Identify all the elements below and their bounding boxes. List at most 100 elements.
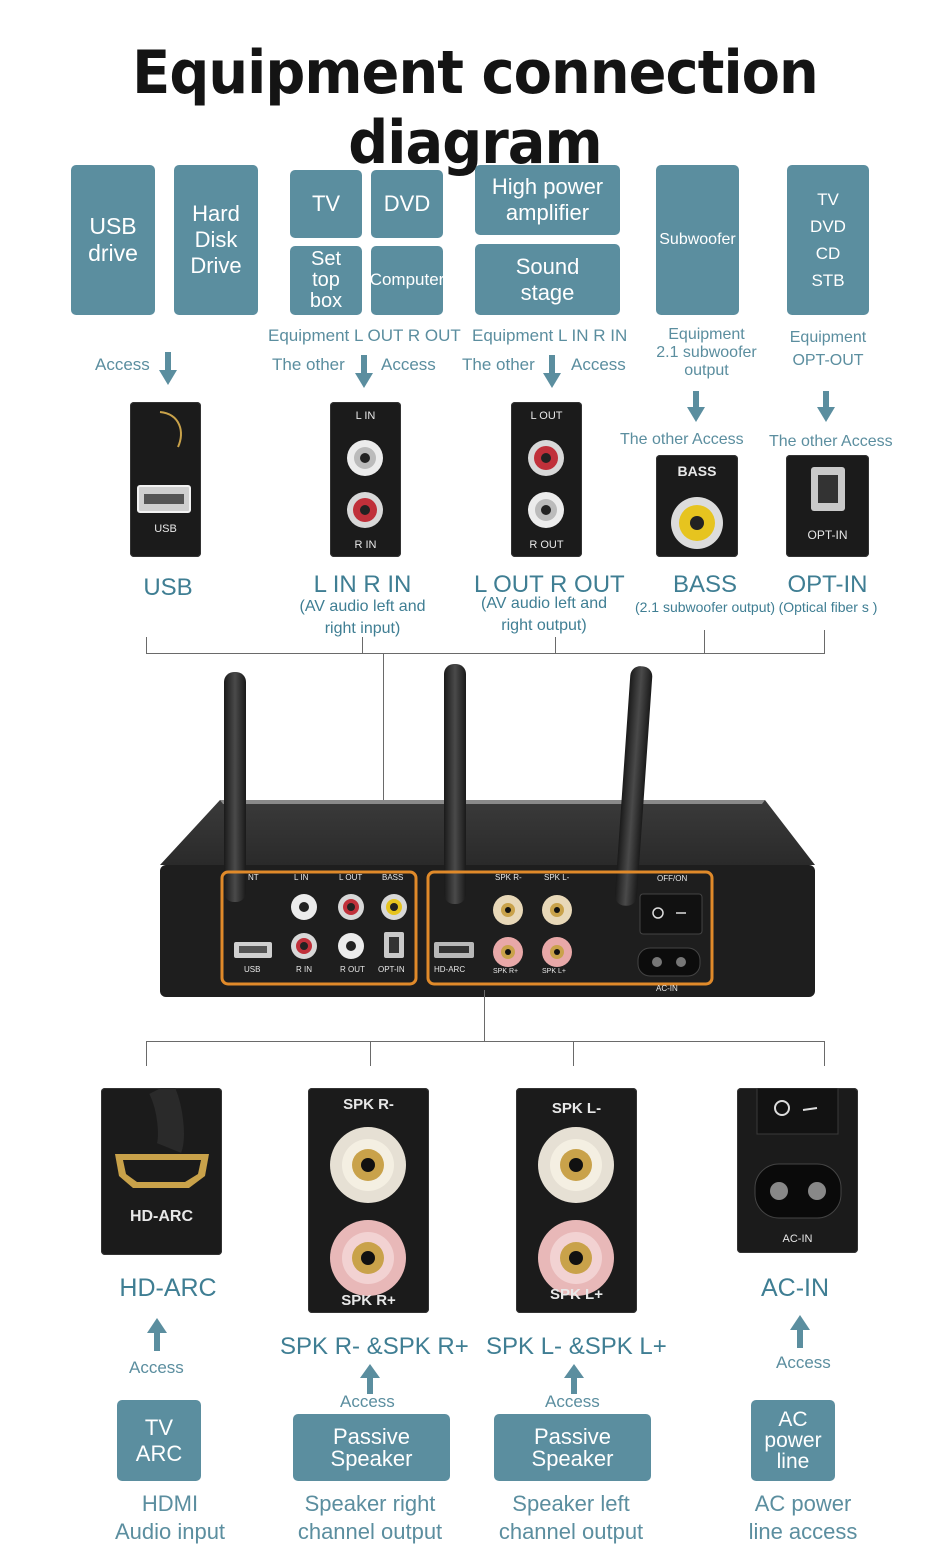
device-lout-label: L OUT (339, 873, 363, 882)
usb-arrow-down-icon (159, 352, 177, 385)
optin-sublabel: (Optical fiber s ) (778, 599, 878, 615)
hdarc-arrow-up-icon (147, 1318, 167, 1351)
spkr-plus-panel-label: SPK R+ (341, 1292, 396, 1309)
connector-line (573, 1041, 574, 1066)
usb-port-icon (137, 411, 191, 513)
connector-line (824, 1041, 825, 1066)
hdarc-access-caption: Access (129, 1358, 184, 1377)
passive-speaker-left-box: Passive Speaker (494, 1414, 651, 1481)
ac-inlet-icon (754, 1088, 842, 1219)
lout-access-caption: Access (571, 355, 626, 374)
page-title: Equipment connection diagram (132, 38, 819, 178)
bass-access-caption: The other Access (620, 431, 744, 448)
optin-panel-label: OPT-IN (807, 528, 848, 542)
spkr-minus-panel-label: SPK R- (343, 1096, 394, 1113)
lout-rout-sublabel: (AV audio left and right output) (480, 595, 607, 634)
rca-jacks-icon (528, 440, 564, 528)
lin-rin-sublabel: (AV audio left and right input) (299, 598, 426, 637)
connector-line (824, 630, 825, 654)
device-acin-label: AC-IN (656, 984, 678, 993)
hdarc-label: HD-ARC (119, 1274, 217, 1302)
connector-line (484, 990, 485, 1042)
device-usb-label: USB (244, 965, 261, 974)
spkl-access-caption: Access (545, 1392, 600, 1411)
opt-sources-box: TV DVD CD STB (787, 165, 869, 315)
device-offon-label: OFF/ON (657, 874, 688, 883)
usb-panel-label: USB (154, 523, 177, 535)
device-nt-label: NT (248, 873, 259, 882)
connector-line (146, 653, 825, 654)
hdarc-port-panel: HD-ARC (101, 1088, 222, 1255)
set-top-box-box: Set top box (290, 246, 362, 315)
lout-equipment-caption: Equipment L IN R IN (472, 326, 628, 345)
bass-label: BASS (672, 571, 738, 598)
lout-arrow-down-icon (543, 355, 561, 388)
bass-panel-label: BASS (677, 463, 717, 479)
lin-arrow-down-icon (355, 355, 373, 388)
speaker-left-caption: Speaker left channel output (498, 1491, 644, 1545)
ac-in-panel: AC-IN (737, 1088, 858, 1253)
passive-speaker-right-box: Passive Speaker (293, 1414, 450, 1481)
bass-port-panel: BASS (656, 455, 738, 557)
amplifier-device-illustration (160, 664, 815, 997)
spk-r-terminal-panel: SPK R- SPK R+ (308, 1088, 429, 1313)
rca-jack-icon (671, 497, 723, 549)
connector-line (146, 1041, 825, 1042)
device-spkr-plus-label: SPK R+ (493, 968, 519, 975)
acin-arrow-up-icon (790, 1315, 810, 1348)
ac-power-caption: AC power line access (748, 1491, 858, 1545)
dvd-box: DVD (371, 170, 443, 238)
spkr-access-caption: Access (340, 1392, 395, 1411)
usb-label: USB (143, 574, 193, 601)
device-lin-label: L IN (294, 873, 309, 882)
device-hdarc-label: HD-ARC (434, 965, 466, 974)
hdmi-port-icon (115, 1088, 209, 1188)
lin-rin-label: L IN R IN (313, 571, 412, 598)
lout-other-caption: The other (462, 355, 535, 374)
lin-panel-label: L IN (355, 410, 376, 422)
optical-port-icon (811, 467, 845, 511)
connector-line (555, 637, 556, 654)
connector-line (370, 1041, 371, 1066)
rin-panel-label: R IN (354, 539, 377, 551)
bass-equipment-caption: Equipment 2.1 subwoofer output (656, 326, 757, 379)
sound-stage-box: Sound stage (475, 244, 620, 315)
connector-line (383, 653, 384, 871)
acin-panel-label: AC-IN (782, 1233, 813, 1245)
rca-jacks-icon (347, 440, 383, 528)
usb-port-panel: USB (130, 402, 201, 557)
tv-box: TV (290, 170, 362, 238)
spkr-arrow-up-icon (360, 1364, 380, 1394)
rout-panel-label: R OUT (529, 539, 564, 551)
spkl-label: SPK L- &SPK L+ (486, 1333, 667, 1360)
lout-rout-port-panel: L OUT R OUT (511, 402, 582, 557)
spkr-label: SPK R- &SPK R+ (280, 1333, 469, 1360)
connector-line (146, 1041, 147, 1066)
device-spkl-minus-label: SPK L- (544, 873, 570, 882)
connector-line (704, 630, 705, 654)
bass-sublabel: (2.1 subwoofer output) (634, 599, 776, 615)
lin-other-caption: The other (272, 355, 345, 374)
spk-l-terminal-panel: SPK L- SPK L+ (516, 1088, 637, 1313)
lin-equipment-caption: Equipment L OUT R OUT (268, 326, 461, 345)
connector-line (362, 637, 363, 654)
lout-panel-label: L OUT (530, 410, 563, 422)
spkl-arrow-up-icon (564, 1364, 584, 1394)
device-rout-label: R OUT (340, 965, 365, 974)
tv-arc-box: TV ARC (117, 1400, 201, 1481)
opt-equipment-caption: Equipment OPT-OUT (789, 329, 867, 370)
device-bass-label: BASS (382, 873, 404, 882)
opt-access-caption: The other Access (769, 433, 893, 450)
optin-label: OPT-IN (787, 571, 868, 598)
usb-drive-box: USB drive (71, 165, 155, 315)
computer-box: Computer (370, 246, 444, 315)
device-spkl-plus-label: SPK L+ (542, 968, 566, 975)
hdarc-panel-label: HD-ARC (129, 1208, 194, 1225)
ac-power-line-box: AC power line (751, 1400, 835, 1481)
device-optin-label: OPT-IN (378, 965, 405, 974)
speaker-terminal-icon (538, 1127, 614, 1296)
device-rin-label: R IN (296, 965, 312, 974)
usb-access-caption: Access (95, 355, 150, 374)
bass-arrow-down-icon (687, 391, 705, 422)
hdmi-audio-input-caption: HDMI Audio input (114, 1491, 226, 1545)
